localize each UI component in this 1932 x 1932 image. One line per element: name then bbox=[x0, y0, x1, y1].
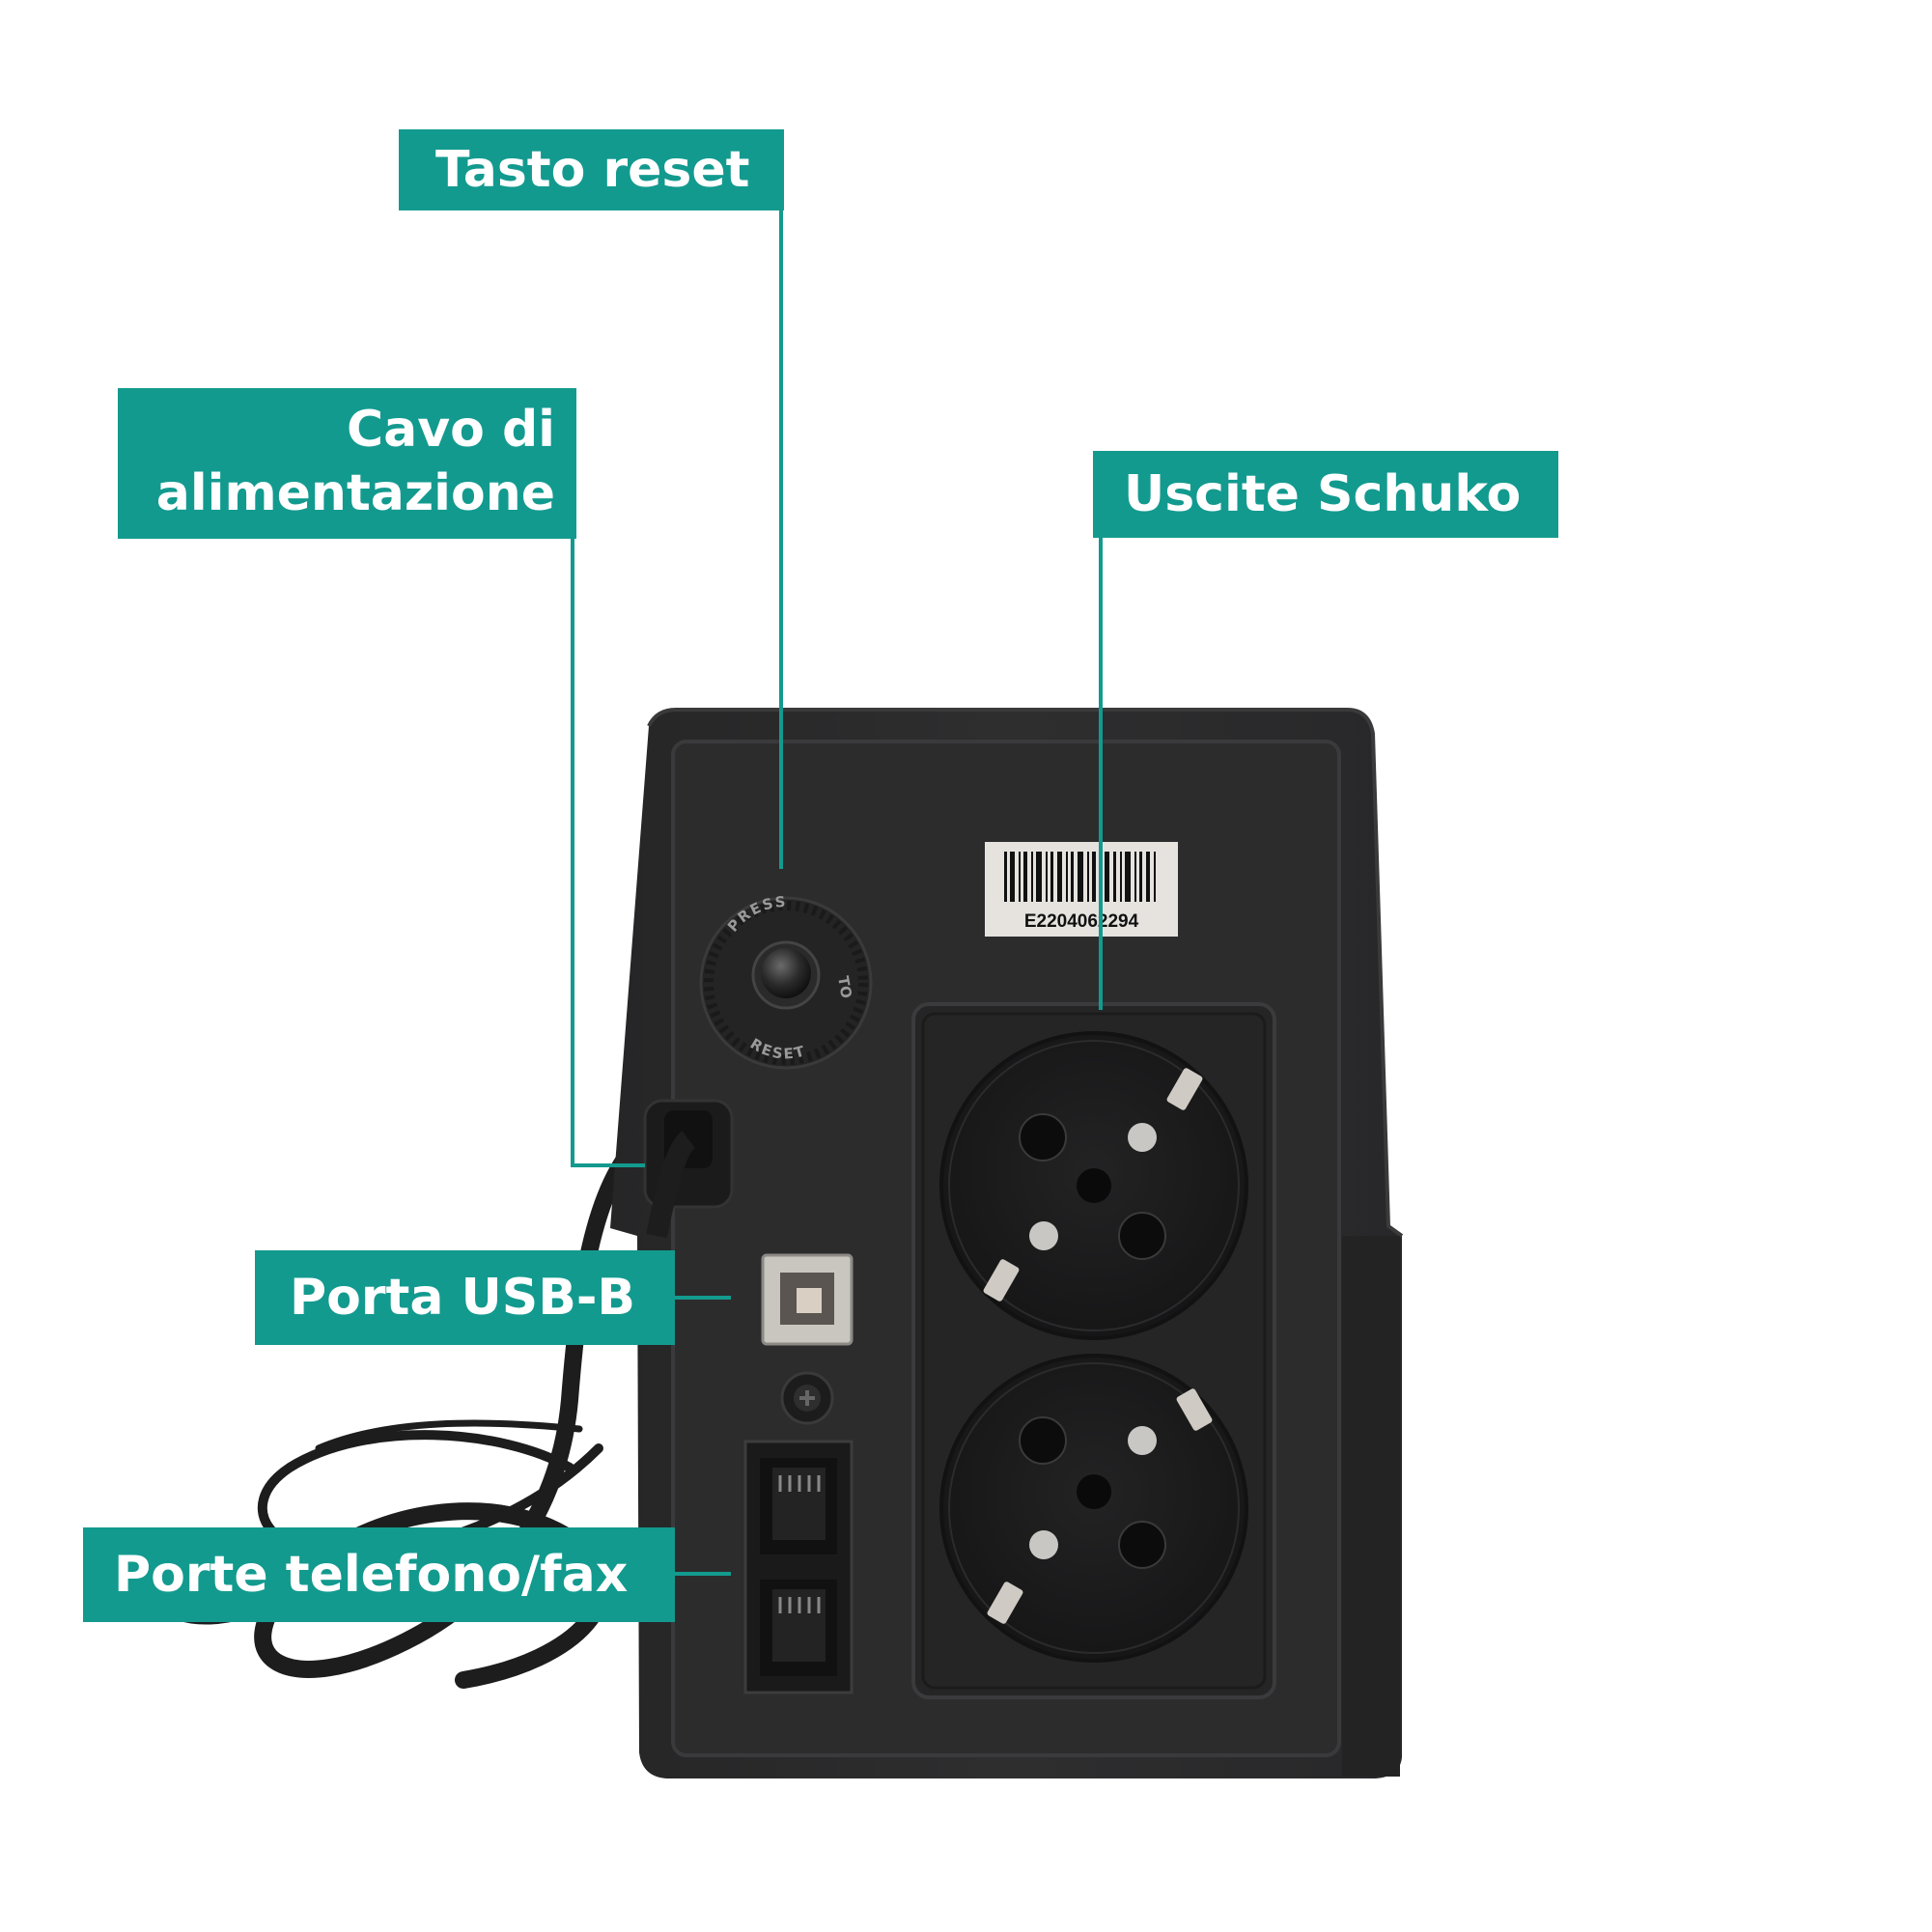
barcode-number: E2204062294 bbox=[1024, 911, 1139, 932]
reset-button[interactable]: PRESS TO RESET bbox=[699, 893, 873, 1070]
schuko-socket-top[interactable] bbox=[939, 1031, 1248, 1340]
reset-ring-right: TO bbox=[834, 975, 855, 1000]
label-phone-fax-ports: Porte telefono/fax bbox=[83, 1527, 675, 1622]
label-schuko-outlets: Uscite Schuko bbox=[1093, 451, 1558, 538]
label-usb-text: Porta USB-B bbox=[290, 1269, 636, 1327]
ground-clip-icon bbox=[983, 1068, 1203, 1302]
label-power-cable: Cavo di alimentazione bbox=[118, 388, 576, 539]
leader-power bbox=[571, 539, 645, 1167]
rj-port-top[interactable] bbox=[760, 1458, 837, 1554]
rj-port-bottom[interactable] bbox=[760, 1580, 837, 1676]
schuko-socket-panel bbox=[911, 1002, 1276, 1699]
callout-lines bbox=[571, 210, 1103, 1576]
label-reset-button: Tasto reset bbox=[399, 129, 784, 210]
ground-screw-icon bbox=[780, 1371, 834, 1425]
ground-clip-icon bbox=[987, 1388, 1213, 1624]
power-cord-inlet bbox=[643, 1099, 734, 1239]
label-schuko-text: Uscite Schuko bbox=[1124, 465, 1522, 523]
barcode-sticker: E2204062294 bbox=[985, 842, 1178, 937]
label-reset-text: Tasto reset bbox=[435, 141, 750, 199]
label-power-line1: Cavo di bbox=[346, 401, 555, 459]
usb-b-port[interactable] bbox=[761, 1253, 854, 1346]
label-phone-text: Porte telefono/fax bbox=[114, 1546, 629, 1604]
label-power-line2: alimentazione bbox=[155, 464, 555, 522]
label-usb-port: Porta USB-B bbox=[255, 1250, 675, 1345]
schuko-socket-bottom[interactable] bbox=[939, 1354, 1248, 1663]
phone-fax-ports[interactable] bbox=[743, 1440, 854, 1694]
